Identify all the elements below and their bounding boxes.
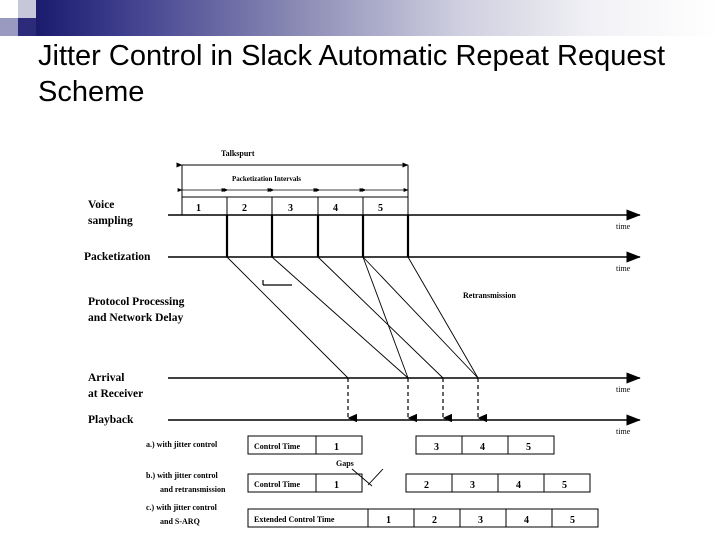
control-time-label-b: Control Time [254, 480, 300, 489]
playback-a-right-block-3: 3 [434, 442, 439, 453]
slide-title: Jitter Control in Slack Automatic Repeat… [38, 40, 666, 108]
row-label-playback: Playback [88, 414, 134, 426]
row-label-network-delay: and Network Delay [88, 312, 183, 324]
row-label-sampling: sampling [88, 215, 133, 227]
voice-sampling-row: Voice sampling 1 2 3 4 5 time [88, 196, 641, 231]
legend-b-line1: b.) with jitter control [146, 471, 218, 480]
playback-c-block-3: 3 [478, 515, 483, 526]
playback-c-block-5: 5 [570, 515, 575, 526]
arrival-row: Arrival at Receiver time [88, 372, 641, 400]
header-gradient [36, 0, 720, 36]
time-axis-label-voice: time [616, 222, 631, 231]
playback-c-block-1: 1 [386, 515, 391, 526]
voice-packet-3: 3 [288, 203, 293, 214]
row-label-voice: Voice [88, 199, 114, 211]
voice-packet-4: 4 [333, 203, 338, 214]
retransmission-label: Retransmission [463, 291, 516, 300]
legend-c-line2: and S-ARQ [160, 517, 200, 526]
playback-b-right-block-2: 2 [424, 480, 429, 491]
talkspurt-label: Talkspurt [221, 149, 255, 158]
voice-packet-5: 5 [378, 203, 383, 214]
header-square-2 [18, 0, 36, 18]
time-axis-label-playback: time [616, 427, 631, 436]
protocol-processing-label-group: Protocol Processing and Network Delay Re… [88, 291, 516, 324]
packetization-intervals-measure: Packetization Intervals [177, 175, 409, 192]
legend-c-line1: c.) with jitter control [146, 503, 218, 512]
playback-scheme-b: Control Time 1 2 3 4 5 [247, 473, 591, 493]
gaps-label: Gaps [336, 459, 354, 468]
playback-a-right-block-4: 4 [480, 442, 485, 453]
extended-control-time-label: Extended Control Time [254, 515, 335, 524]
header-square-1 [0, 0, 18, 18]
time-axis-label-arrival: time [616, 385, 631, 394]
packetization-row: Packetization time [84, 215, 641, 286]
legend-a-line1: a.) with jitter control [146, 440, 218, 449]
row-label-arrival: Arrival [88, 372, 124, 384]
slide-header-bar [0, 0, 720, 36]
legend-group: a.) with jitter control b.) with jitter … [146, 440, 226, 526]
playback-b-right-block-4: 4 [516, 480, 521, 491]
row-label-packetization: Packetization [84, 251, 151, 263]
network-delay-lines [226, 256, 479, 379]
jitter-control-diagram: Talkspurt Packetization Intervals Voice … [84, 149, 641, 528]
row-label-protocol-processing: Protocol Processing [88, 296, 185, 308]
playback-scheme-c: Extended Control Time 1 2 3 4 5 [247, 508, 599, 528]
playback-b-right-block-3: 3 [470, 480, 475, 491]
figure-container: Talkspurt Packetization Intervals Voice … [0, 135, 720, 540]
playback-c-block-4: 4 [524, 515, 529, 526]
legend-b-line2: and retransmission [160, 485, 226, 494]
packetization-intervals-label: Packetization Intervals [232, 175, 301, 183]
row-label-at-receiver: at Receiver [88, 388, 143, 400]
voice-packet-2: 2 [242, 203, 247, 214]
playback-a-right-block-5: 5 [526, 442, 531, 453]
header-square-3 [0, 18, 18, 36]
playback-b-right-block-5: 5 [562, 480, 567, 491]
voice-packet-1: 1 [196, 203, 201, 214]
playback-c-block-2: 2 [432, 515, 437, 526]
playback-b-block-1: 1 [334, 480, 339, 491]
playback-row: Playback time [88, 378, 641, 436]
playback-a-block-1: 1 [334, 442, 339, 453]
playback-scheme-a: Control Time 1 3 4 5 [247, 435, 555, 455]
time-axis-label-packetization: time [616, 264, 631, 273]
header-square-4 [18, 18, 36, 36]
gaps-annotation: Gaps [336, 459, 384, 487]
control-time-label-a: Control Time [254, 442, 300, 451]
